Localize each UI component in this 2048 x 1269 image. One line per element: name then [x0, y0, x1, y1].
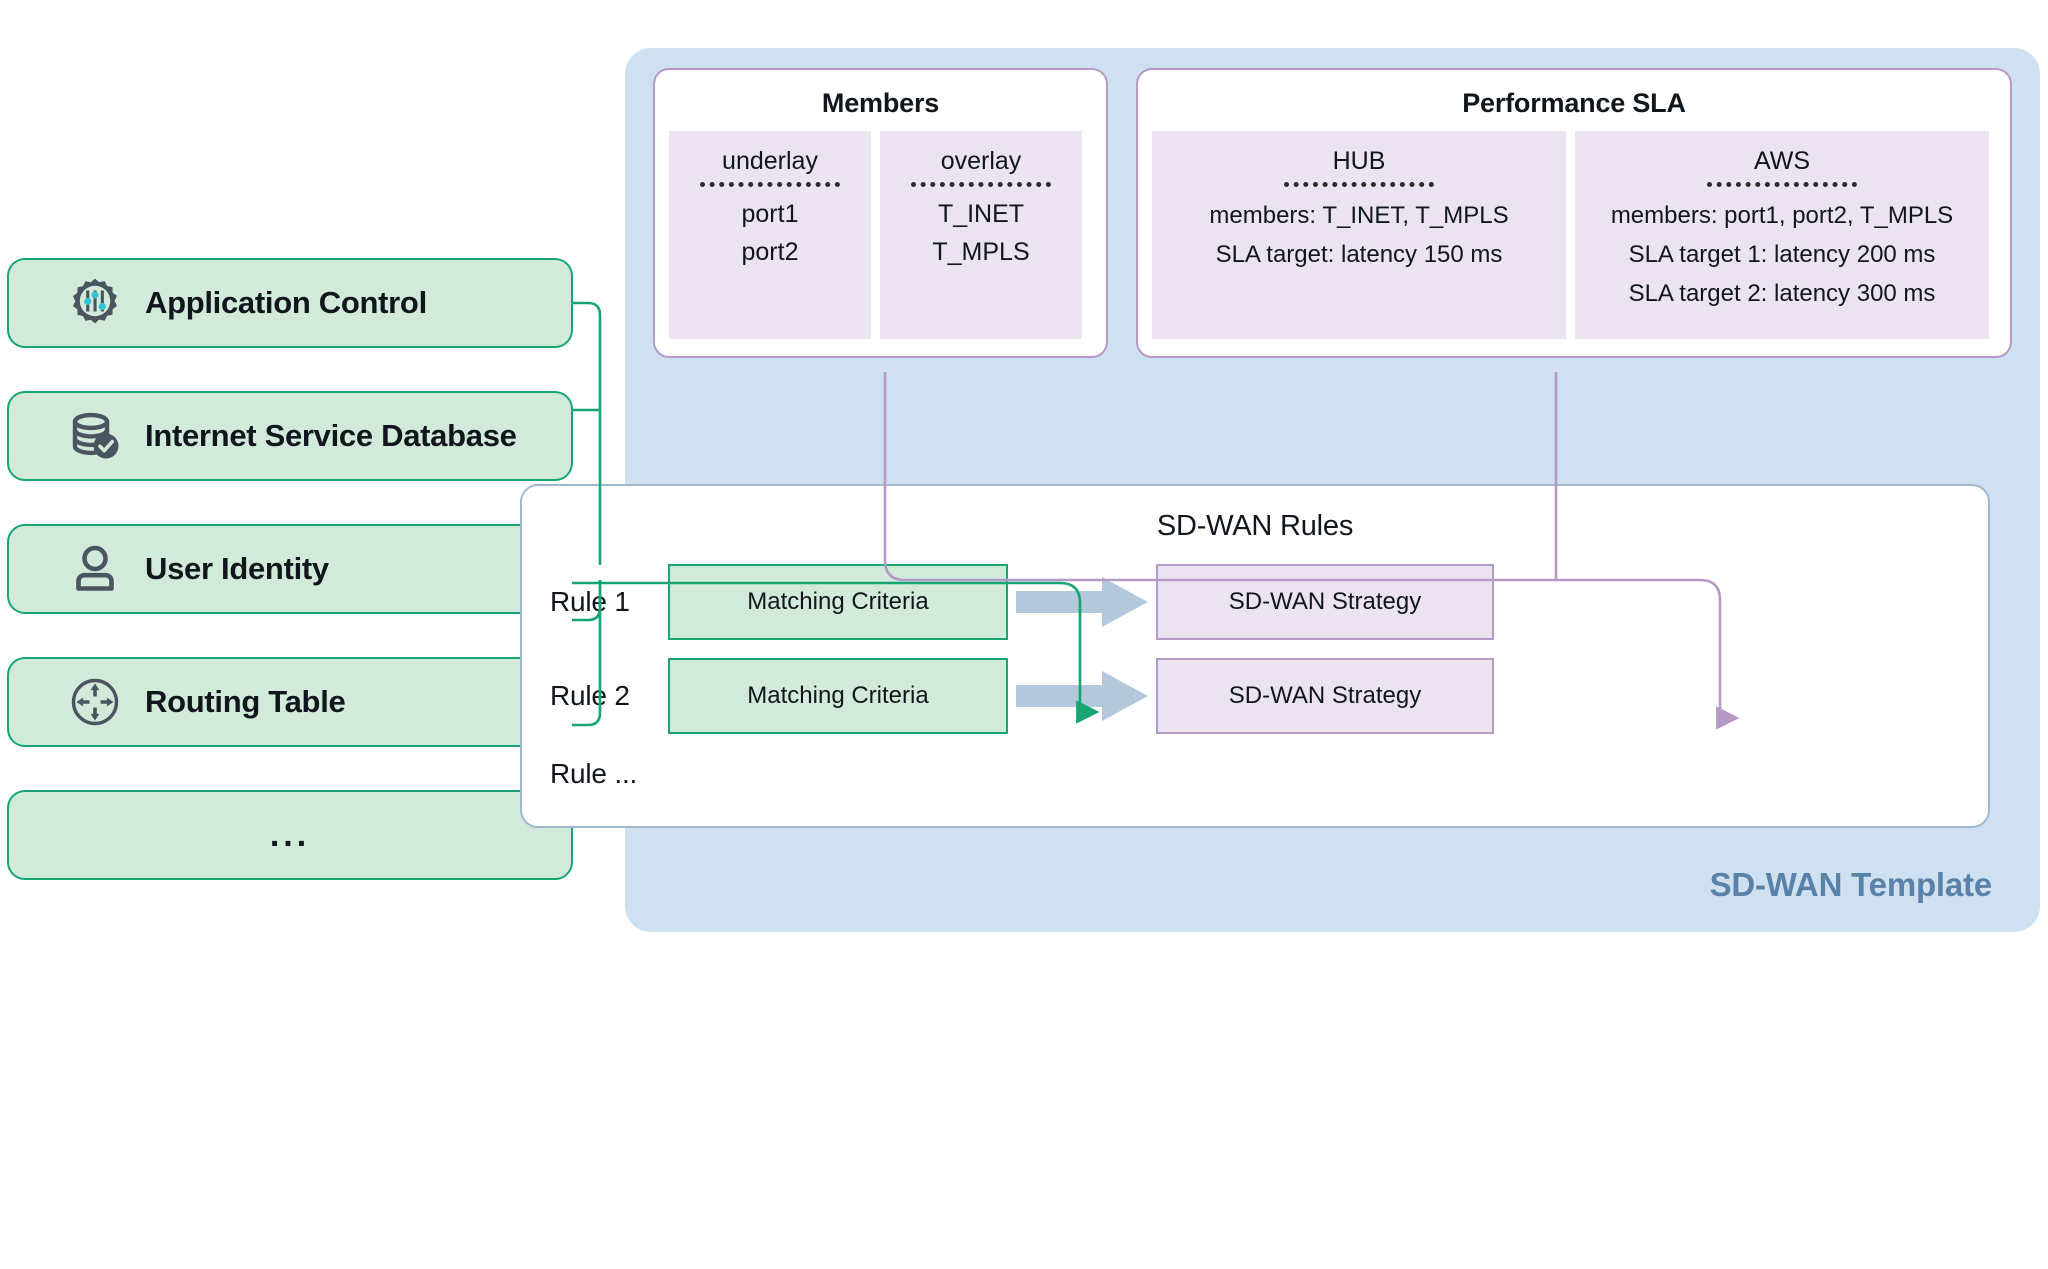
sub-card-row: members: T_INET, T_MPLS — [1209, 202, 1509, 229]
sla-aws-card: AWS members: port1, port2, T_MPLS SLA ta… — [1575, 131, 1989, 339]
sd-wan-rules-panel: SD-WAN Rules Rule 1 Matching Criteria SD… — [520, 484, 1990, 828]
sd-wan-strategy-box[interactable]: SD-WAN Strategy — [1156, 564, 1494, 640]
user-icon — [67, 541, 123, 597]
matching-criteria-box[interactable]: Matching Criteria — [668, 564, 1008, 640]
sub-card-title: HUB — [1332, 147, 1386, 175]
sub-card-row: port2 — [741, 238, 799, 266]
feature-item-label: User Identity — [145, 551, 329, 586]
rule-row: Rule 2 Matching Criteria SD-WAN Strategy — [550, 658, 1494, 734]
feature-item-label: Application Control — [145, 285, 427, 320]
sub-card-row: T_MPLS — [932, 238, 1030, 266]
feature-item-label: Internet Service Database — [145, 418, 517, 453]
database-check-icon — [67, 408, 123, 464]
rule-row-more: Rule ... — [550, 758, 668, 790]
sub-card-row: SLA target 1: latency 200 ms — [1628, 241, 1936, 268]
feature-item-routing-table[interactable]: Routing Table — [7, 657, 573, 747]
sla-hub-card: HUB members: T_INET, T_MPLS SLA target: … — [1152, 131, 1566, 339]
sub-card-title: underlay — [722, 147, 818, 175]
feature-item-application-control[interactable]: Application Control — [7, 258, 573, 348]
rule-more-label: Rule ... — [550, 758, 638, 789]
sub-card-row: T_INET — [937, 200, 1025, 228]
feature-item-user-identity[interactable]: User Identity — [7, 524, 573, 614]
sub-card-row: SLA target 2: latency 300 ms — [1628, 280, 1936, 307]
sub-card-title: AWS — [1753, 147, 1811, 175]
rule-label: Rule 1 — [550, 586, 630, 617]
sub-card-title: overlay — [940, 147, 1022, 175]
members-panel-title: Members — [821, 88, 940, 118]
members-panel: Members underlay port1 port2 overlay T_I… — [653, 68, 1108, 358]
dotted-divider — [1707, 182, 1857, 187]
rule-row: Rule 1 Matching Criteria SD-WAN Strategy — [550, 564, 1494, 640]
members-overlay-card: overlay T_INET T_MPLS — [880, 131, 1082, 339]
dotted-divider — [911, 182, 1051, 187]
matching-criteria-box[interactable]: Matching Criteria — [668, 658, 1008, 734]
sub-card-row: SLA target: latency 150 ms — [1215, 241, 1503, 268]
feature-item-label: ... — [269, 815, 311, 854]
feature-list: Application Control Internet Service Dat… — [7, 258, 573, 880]
performance-sla-panel: Performance SLA HUB members: T_INET, T_M… — [1136, 68, 2012, 358]
rule-label: Rule 2 — [550, 680, 630, 711]
dotted-divider — [1284, 182, 1434, 187]
routing-target-icon — [67, 674, 123, 730]
performance-sla-panel-title: Performance SLA — [1462, 88, 1686, 118]
sd-wan-template-label: SD-WAN Template — [1709, 866, 1993, 903]
feature-item-more[interactable]: ... — [7, 790, 573, 880]
feature-item-label: Routing Table — [145, 684, 346, 719]
right-block-arrow-icon — [1008, 658, 1156, 734]
right-block-arrow-icon — [1008, 564, 1156, 640]
members-underlay-card: underlay port1 port2 — [669, 131, 871, 339]
sub-card-row: port1 — [741, 200, 799, 228]
sd-wan-strategy-box[interactable]: SD-WAN Strategy — [1156, 658, 1494, 734]
feature-item-internet-service-database[interactable]: Internet Service Database — [7, 391, 573, 481]
sd-wan-rules-wrapper: SD-WAN Rules Rule 1 Matching Criteria SD… — [520, 484, 1990, 828]
sliders-gear-icon — [67, 275, 123, 331]
dotted-divider — [700, 182, 840, 187]
sub-card-row: members: port1, port2, T_MPLS — [1610, 202, 1954, 229]
sd-wan-rules-title: SD-WAN Rules — [1156, 510, 1354, 542]
